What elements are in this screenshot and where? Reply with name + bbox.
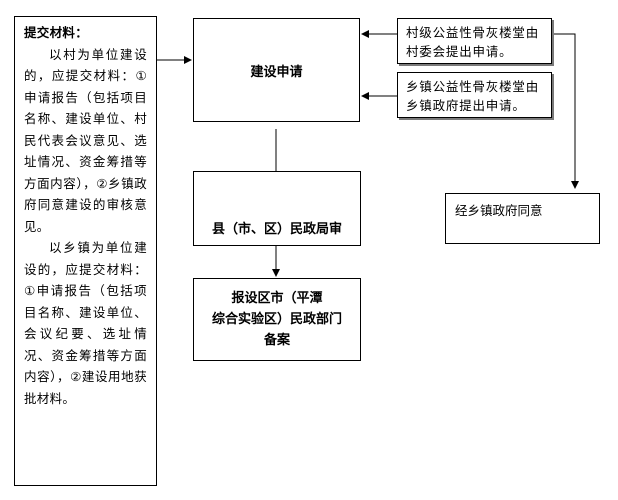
village-apply-text: 村级公益性骨灰楼堂由村委会提出申请。 — [406, 25, 540, 59]
report-filing-box: 报设区市（平潭 综合实验区）民政部门 备案 — [193, 278, 361, 361]
town-apply-box: 乡镇公益性骨灰楼堂由乡镇政府提出申请。 — [397, 72, 552, 118]
town-consent-box: 经乡镇政府同意 — [445, 193, 600, 244]
apply-box: 建设申请 — [193, 18, 360, 122]
report-line-1: 报设区市（平潭 — [231, 291, 323, 306]
arrow-village-to-consent — [552, 33, 579, 189]
report-line-2: 综合实验区）民政部门 — [211, 312, 342, 327]
village-apply-box: 村级公益性骨灰楼堂由村委会提出申请。 — [397, 18, 552, 64]
materials-village-paragraph: 以村为单位建设的，应提交材料：①申请报告（包括项目名称、建设单位、村民代表会议意… — [24, 46, 147, 234]
town-apply-text: 乡镇公益性骨灰楼堂由乡镇政府提出申请。 — [406, 79, 540, 113]
apply-label: 建设申请 — [250, 64, 303, 80]
materials-title: 提交材料： — [24, 25, 89, 40]
county-review-box: 县（市、区）民政局审 — [193, 171, 361, 246]
town-consent-text: 经乡镇政府同意 — [455, 203, 543, 218]
report-line-3: 备案 — [263, 333, 290, 348]
county-review-label: 县（市、区）民政局审 — [211, 222, 342, 237]
materials-box: 提交材料： 以村为单位建设的，应提交材料：①申请报告（包括项目名称、建设单位、村… — [14, 16, 157, 486]
materials-town-paragraph: 以乡镇为单位建设的，应提交材料：①申请报告（包括项目名称、建设单位、会议纪要、选… — [24, 240, 147, 406]
